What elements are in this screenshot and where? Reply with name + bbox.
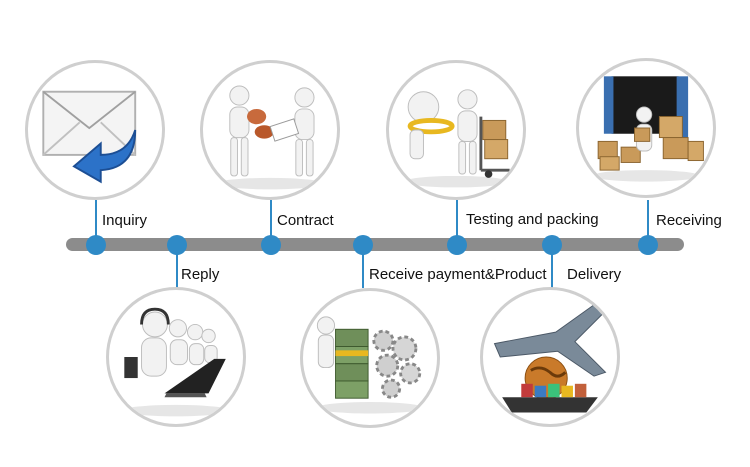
step-label-inquiry: Inquiry	[102, 212, 148, 229]
stem-contract	[270, 200, 272, 240]
step-dot-delivery	[542, 235, 562, 255]
step-label-reply: Reply	[181, 266, 220, 283]
step-dot-receiving	[638, 235, 658, 255]
step-label-receiving: Receiving	[656, 212, 722, 229]
step-image-receive-payment	[300, 288, 440, 428]
step-dot-receive-payment	[353, 235, 373, 255]
airplane-ship-globe-icon	[493, 302, 609, 413]
stem-delivery	[551, 250, 553, 288]
step-image-receiving	[576, 58, 716, 198]
step-image-inquiry	[25, 60, 165, 200]
step-dot-testing-packing	[447, 235, 467, 255]
envelope-reply-icon	[42, 90, 137, 184]
step-label-contract: Contract	[277, 212, 334, 229]
step-dot-inquiry	[86, 235, 106, 255]
step-label-testing-packing: Testing and packing	[466, 211, 599, 228]
step-dot-contract	[261, 235, 281, 255]
step-image-delivery	[480, 287, 620, 427]
stem-receive-payment	[362, 250, 364, 288]
stem-receiving	[647, 200, 649, 240]
step-label-receive-payment: Receive payment&Product	[369, 266, 547, 283]
container-boxes-icon	[592, 76, 704, 182]
step-image-testing-packing	[386, 60, 526, 200]
step-dot-reply	[167, 235, 187, 255]
call-center-icon	[122, 307, 230, 417]
timeline-bar	[66, 238, 684, 251]
contract-handshake-icon	[216, 85, 324, 190]
testing-packing-icon	[404, 89, 510, 188]
stem-testing-packing	[456, 200, 458, 240]
money-gears-icon	[316, 316, 424, 414]
step-image-contract	[200, 60, 340, 200]
stem-reply	[176, 250, 178, 288]
step-label-delivery: Delivery	[567, 266, 622, 283]
step-image-reply	[106, 287, 246, 427]
stem-inquiry	[95, 200, 97, 240]
